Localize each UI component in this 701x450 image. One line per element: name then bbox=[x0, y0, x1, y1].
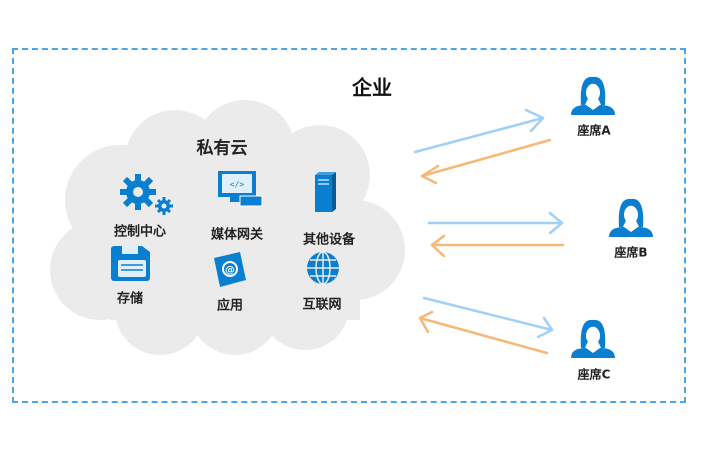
agent-b-icon bbox=[609, 198, 653, 237]
enterprise-title: 企业 bbox=[352, 75, 392, 100]
arrow-from-agent-a bbox=[420, 138, 552, 185]
storage-label: 存储 bbox=[116, 291, 144, 307]
arrow-to-agent-b bbox=[427, 211, 564, 235]
internet-label: 互联网 bbox=[302, 297, 342, 313]
agent-c-icon bbox=[571, 319, 615, 358]
application-label: 应用 bbox=[216, 298, 244, 314]
svg-text:@: @ bbox=[225, 265, 235, 276]
media-gateway-label: 媒体网关 bbox=[210, 227, 264, 243]
arrow-from-agent-b bbox=[430, 234, 565, 258]
globe-icon bbox=[307, 251, 339, 285]
floppy-disk-icon bbox=[111, 246, 150, 281]
agent-a-label: 座席A bbox=[577, 123, 611, 138]
other-devices-label: 其他设备 bbox=[302, 232, 356, 248]
agent-c-label: 座席C bbox=[577, 367, 611, 382]
arrow-to-agent-a bbox=[413, 108, 545, 154]
svg-text:</>: </> bbox=[230, 180, 245, 189]
control-center-label: 控制中心 bbox=[113, 224, 167, 240]
private-cloud-title: 私有云 bbox=[196, 138, 248, 159]
enterprise-boundary bbox=[12, 48, 686, 403]
monitor-code-icon: </> bbox=[218, 171, 263, 207]
server-icon bbox=[315, 172, 336, 212]
notebook-at-icon: @ bbox=[214, 252, 246, 287]
arrow-to-agent-c bbox=[422, 296, 554, 339]
arrow-from-agent-c bbox=[418, 310, 549, 355]
agent-b-label: 座席B bbox=[614, 245, 648, 260]
agent-a-icon bbox=[571, 76, 615, 115]
gears-icon bbox=[120, 174, 173, 215]
